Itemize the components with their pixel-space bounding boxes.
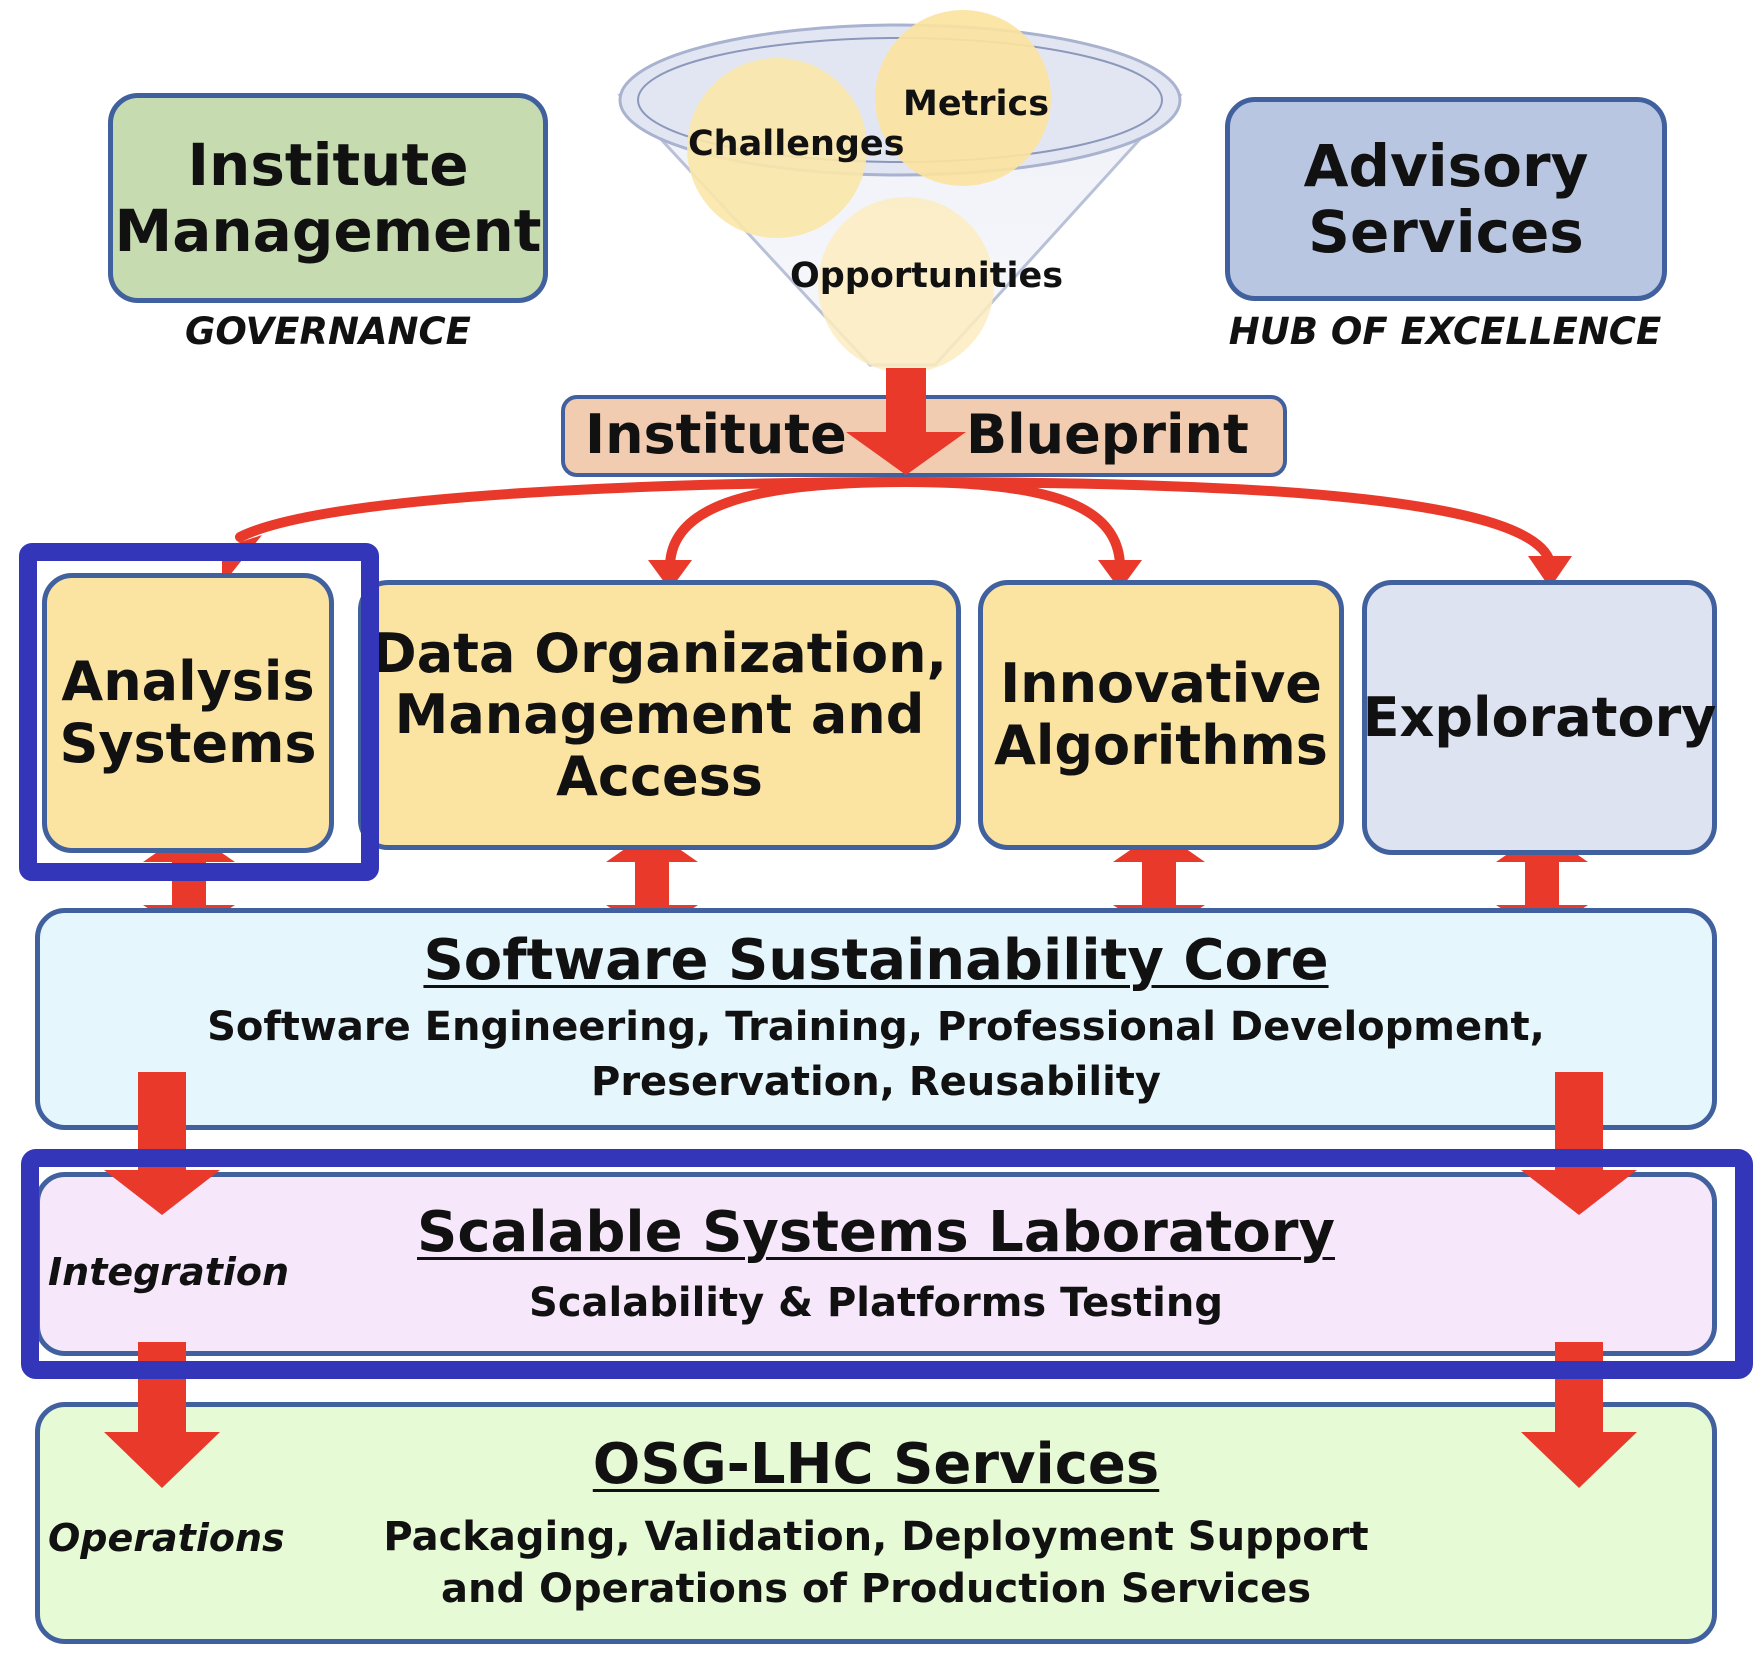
arrowhead-exploratory <box>1528 556 1572 588</box>
software-sustainability-core-box: Software Sustainability Core Software En… <box>35 908 1717 1130</box>
blueprint-left-label: Institute <box>585 403 847 466</box>
governance-caption: GOVERNANCE <box>185 310 471 353</box>
core-to-lab-arrow-left <box>104 1072 220 1215</box>
osg-lhc-services-box: OSG-LHC Services Packaging, Validation, … <box>35 1402 1717 1644</box>
analysis-highlight-frame <box>19 543 379 881</box>
advisory-services-line2: Services <box>1308 198 1584 266</box>
innovative-algorithms-line1: Innovative <box>1000 652 1322 716</box>
lab-highlight-frame <box>21 1149 1753 1379</box>
core-to-lab-arrow-right <box>1521 1072 1637 1215</box>
data-organization-box: Data Organization, Management and Access <box>358 580 961 850</box>
distribution-arrows <box>235 477 1555 570</box>
arrowhead-data-org <box>648 560 692 590</box>
data-organization-line2: Management and <box>394 683 925 747</box>
institute-management-line2: Management <box>114 197 542 265</box>
scalable-systems-lab-box: Scalable Systems Laboratory Scalability … <box>35 1172 1717 1356</box>
flow-arrows <box>104 1072 1637 1488</box>
lab-to-services-arrow-left <box>104 1342 220 1488</box>
exploratory-line1: Exploratory <box>1362 685 1717 749</box>
challenges-circle <box>687 58 867 238</box>
data-organization-line1: Data Organization, <box>371 621 948 685</box>
metrics-circle <box>875 10 1051 186</box>
exploratory-box: Exploratory <box>1362 580 1717 855</box>
analysis-systems-line1: Analysis <box>61 650 315 714</box>
services-line2: and Operations of Production Services <box>441 1565 1311 1612</box>
innovative-algorithms-box: Innovative Algorithms <box>978 580 1344 850</box>
integration-label: Integration <box>48 1250 290 1294</box>
blueprint-right-label: Blueprint <box>966 403 1249 466</box>
lab-line1: Scalability & Platforms Testing <box>529 1280 1223 1327</box>
funnel-icon <box>617 10 1183 373</box>
opportunities-circle <box>818 197 994 373</box>
lab-title: Scalable Systems Laboratory <box>417 1200 1335 1266</box>
advisory-services-box: Advisory Services <box>1225 97 1667 301</box>
hub-of-excellence-caption: HUB OF EXCELLENCE <box>1228 310 1662 353</box>
analysis-systems-line2: Systems <box>59 712 317 775</box>
innovative-algorithms-line2: Algorithms <box>994 714 1328 777</box>
funnel-down-arrow <box>846 368 966 475</box>
services-line1: Packaging, Validation, Deployment Suppor… <box>383 1514 1369 1561</box>
core-line2: Preservation, Reusability <box>591 1059 1161 1106</box>
core-line1: Software Engineering, Training, Professi… <box>207 1003 1545 1050</box>
analysis-systems-box: Analysis Systems <box>42 573 334 853</box>
services-title: OSG-LHC Services <box>592 1432 1160 1498</box>
lab-to-services-arrow-right <box>1521 1342 1637 1488</box>
core-title: Software Sustainability Core <box>423 928 1329 993</box>
institute-management-box: Institute Management <box>108 93 548 303</box>
metrics-label: Metrics <box>903 84 1050 124</box>
opportunities-label: Opportunities <box>790 256 1064 296</box>
arrowhead-algorithms <box>1098 560 1142 590</box>
advisory-services-line1: Advisory <box>1303 131 1589 200</box>
challenges-label: Challenges <box>688 124 905 164</box>
data-organization-line3: Access <box>556 744 763 808</box>
operations-label: Operations <box>48 1516 285 1560</box>
institute-management-line1: Institute <box>187 130 469 199</box>
